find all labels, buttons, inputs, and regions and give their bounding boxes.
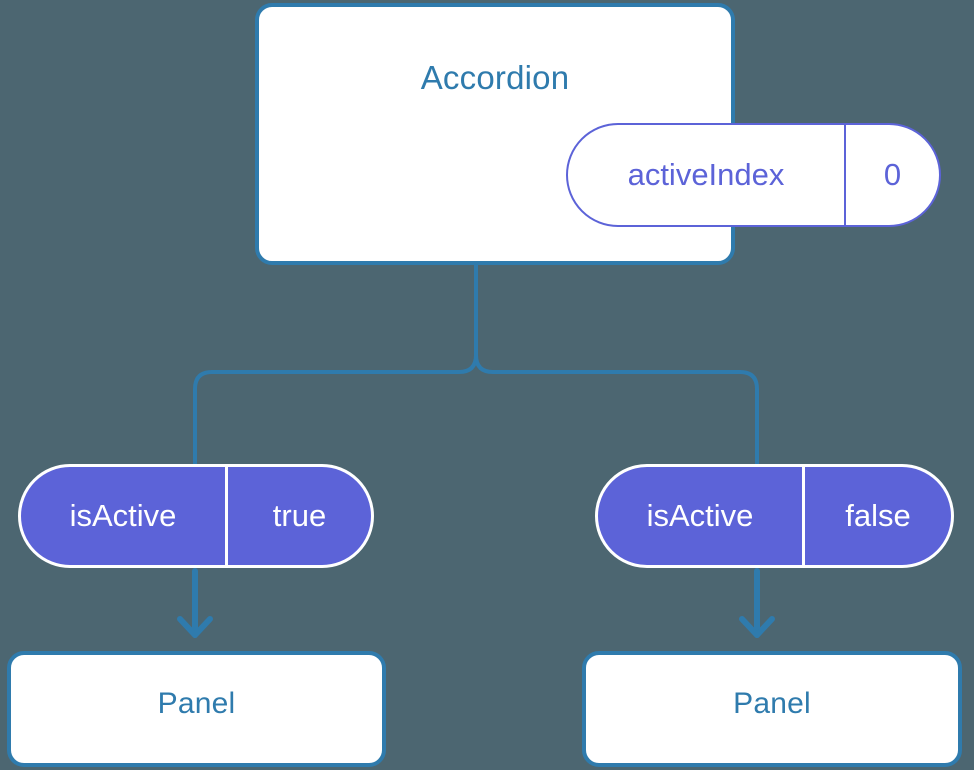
prop-pill-isactive-false[interactable]: isActive false bbox=[595, 464, 954, 568]
prop-pill-isactive-true[interactable]: isActive true bbox=[18, 464, 374, 568]
root-to-children-bracket-right bbox=[474, 263, 759, 466]
right-prop-to-panel-arrow-head bbox=[739, 616, 775, 638]
state-pill-value: 0 bbox=[883, 157, 902, 192]
prop-pill-value: false bbox=[845, 498, 911, 533]
left-prop-to-panel-arrow-head bbox=[177, 616, 213, 638]
component-node-panel-left[interactable]: Panel bbox=[7, 651, 386, 767]
prop-pill-key: isActive bbox=[21, 467, 228, 565]
state-pill-key: activeIndex bbox=[568, 125, 846, 225]
component-title: Panel bbox=[733, 687, 811, 720]
component-node-panel-right[interactable]: Panel bbox=[582, 651, 962, 767]
component-title: Accordion bbox=[420, 59, 570, 96]
state-pill-activeindex[interactable]: activeIndex 0 bbox=[566, 123, 941, 227]
root-to-children-bracket bbox=[193, 263, 478, 466]
prop-pill-value: true bbox=[272, 498, 327, 533]
component-title: Panel bbox=[157, 687, 236, 720]
component-node-accordion[interactable]: Accordion activeIndex 0 bbox=[255, 3, 941, 265]
prop-pill-key: isActive bbox=[598, 467, 805, 565]
